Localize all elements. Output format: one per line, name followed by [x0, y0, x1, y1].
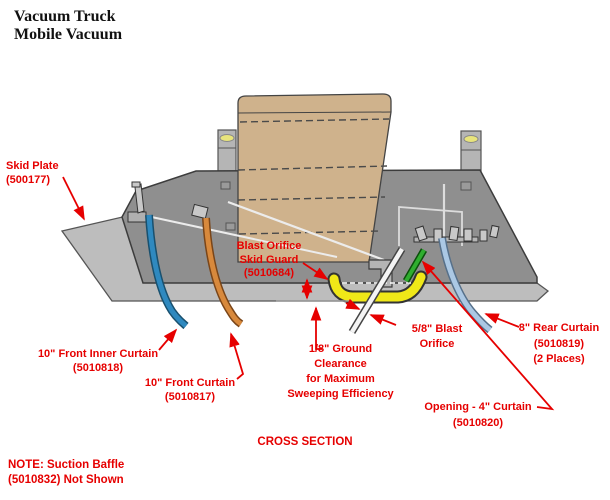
- ground-clearance-connector: [310, 306, 322, 350]
- cross-section-caption: CROSS SECTION: [257, 436, 353, 448]
- ground-clearance-line-1: 1/8" Ground: [308, 343, 373, 355]
- front-inner-curtain-name: 10" Front Inner Curtain: [37, 348, 159, 360]
- label-blast-orifice: 5/8" Blast Orifice: [401, 322, 473, 352]
- opening-curtain-connector: [421, 260, 555, 411]
- mount-post-left: [217, 129, 237, 172]
- opening-curtain-part-number: (5010820): [452, 417, 504, 429]
- title-line-1: Vacuum Truck: [14, 8, 116, 25]
- ground-clearance-line-4: Sweeping Efficiency: [287, 388, 394, 400]
- tan-curtain-panel: [237, 93, 392, 263]
- rear-curtain-places: (2 Places): [533, 353, 585, 365]
- blast-orifice-pipe: [348, 247, 406, 334]
- skid-plate-name: Skid Plate: [6, 160, 59, 172]
- page-title: Vacuum Truck Mobile Vacuum: [14, 8, 122, 44]
- rear-curtain-name: 8" Rear Curtain: [518, 322, 600, 334]
- mount-post-right: [460, 130, 482, 173]
- label-opening-curtain: Opening - 4" Curtain (5010820): [418, 399, 538, 431]
- callout-arrows: [62, 176, 555, 411]
- opening-curtain-shape: [402, 248, 428, 283]
- opening-curtain-name: Opening - 4" Curtain: [424, 401, 532, 413]
- ground-clearance-line-3: for Maximum: [306, 373, 375, 385]
- ground-clearance-line-2: Clearance: [314, 358, 367, 370]
- label-front-curtain: 10" Front Curtain (5010817): [140, 376, 240, 404]
- front-inner-curtain-part-number: (5010818): [72, 362, 124, 374]
- label-ground-clearance: 1/8" Ground Clearance for Maximum Sweepi…: [283, 342, 398, 402]
- rear-curtain-arrow: [484, 313, 520, 328]
- skid-plate-arrow: [62, 176, 85, 221]
- front-inner-curtain-arrow: [158, 328, 178, 351]
- rear-curtain-shape: [438, 237, 493, 334]
- label-blast-orifice-skid-guard: Blast Orifice Skid Guard (5010684): [230, 240, 308, 281]
- note-line-1: NOTE: Suction Baffle: [8, 459, 125, 471]
- blast-orifice-arrow-right: [369, 314, 397, 326]
- front-curtain-hangers: [127, 181, 209, 223]
- blast-orifice-line-2: Orifice: [419, 338, 455, 350]
- skid-guard-arrow: [302, 262, 329, 280]
- blast-orifice-line-1: 5/8" Blast: [411, 323, 463, 335]
- note-line-2: (5010832) Not Shown: [8, 474, 124, 486]
- title-line-2: Mobile Vacuum: [14, 26, 123, 43]
- skid-guard-line-1: Blast Orifice: [236, 240, 302, 252]
- label-rear-curtain: 8" Rear Curtain (5010819) (2 Places): [510, 321, 608, 368]
- front-curtain-name: 10" Front Curtain: [144, 377, 236, 389]
- suction-baffle-note: NOTE: Suction Baffle (5010832) Not Shown: [8, 458, 124, 488]
- rear-curtain-part-number: (5010819): [533, 337, 585, 350]
- front-inner-curtain-shape: [145, 214, 189, 330]
- skid-plate-part-number: (500177): [6, 174, 51, 186]
- label-front-inner-curtain: 10" Front Inner Curtain (5010818): [34, 347, 162, 375]
- front-curtain-arrow: [229, 332, 245, 380]
- skid-guard-part-number: (5010684): [243, 267, 295, 279]
- front-curtain-part-number: (5010817): [164, 391, 216, 403]
- blast-orifice-arrow-left: [345, 298, 361, 310]
- front-curtain-shape: [202, 217, 244, 328]
- skid-guard-line-2: Skid Guard: [239, 253, 299, 266]
- label-skid-plate: Skid Plate (500177): [6, 159, 59, 187]
